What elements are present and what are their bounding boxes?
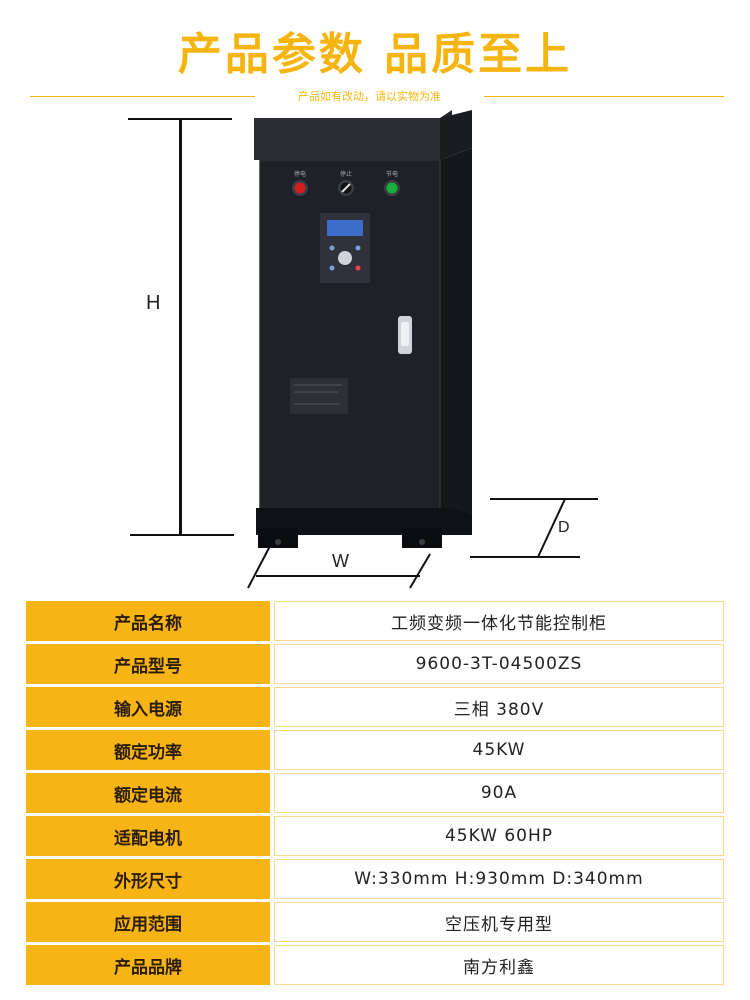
spec-gap [270, 859, 274, 899]
spec-row: 应用范围空压机专用型 [26, 902, 724, 942]
indicator-label-left: 停电 [294, 170, 306, 178]
spec-gap [270, 773, 274, 813]
keypad-button [355, 245, 361, 251]
door-handle-grip [401, 322, 409, 346]
keypad-button [329, 245, 335, 251]
keypad-dial [338, 251, 352, 265]
spec-row: 输入电源三相 380V [26, 687, 724, 727]
h-dimension-line [179, 118, 182, 536]
warning-label [290, 378, 348, 414]
red-lamp [294, 182, 306, 194]
indicator-label-right: 节电 [386, 170, 398, 178]
spec-label: 输入电源 [26, 687, 270, 727]
w-dimension-right-tick [409, 553, 431, 589]
spec-gap [270, 902, 274, 942]
indicator-label-center: 停止 [340, 170, 352, 178]
spec-value: 45KW [274, 730, 724, 770]
spec-value: 三相 380V [274, 687, 724, 727]
foot-bolt-right [419, 539, 425, 545]
control-cabinet-image: 停电 停止 节电 [254, 110, 472, 548]
page-title: 产品参数 品质至上 [177, 29, 573, 80]
selector-switch-handle [341, 183, 351, 193]
spec-gap [270, 687, 274, 727]
wd-dimension-lines [247, 498, 598, 589]
spec-value: 90A [274, 773, 724, 813]
subtitle-row: 产品如有改动，请以实物为准 [0, 86, 750, 104]
keypad-button [329, 265, 335, 271]
cabinet-top-side [440, 110, 472, 160]
spec-value: 9600-3T-04500ZS [274, 644, 724, 684]
spec-label: 额定电流 [26, 773, 270, 813]
divider-right [484, 96, 724, 97]
spec-gap [270, 816, 274, 856]
spec-row: 产品品牌南方利鑫 [26, 945, 724, 985]
spec-label: 外形尺寸 [26, 859, 270, 899]
w-dimension-label: W [332, 551, 349, 571]
d-dimension-line [537, 498, 566, 558]
spec-gap [270, 730, 274, 770]
d-dimension-label: D [558, 519, 570, 536]
spec-value: 空压机专用型 [274, 902, 724, 942]
cabinet-foot-right [402, 528, 442, 548]
spec-value: 工频变频一体化节能控制柜 [274, 601, 724, 641]
spec-label: 产品品牌 [26, 945, 270, 985]
spec-gap [270, 601, 274, 641]
cabinet-foot-left [258, 528, 298, 548]
spec-row: 产品名称工频变频一体化节能控制柜 [26, 601, 724, 641]
spec-value: 南方利鑫 [274, 945, 724, 985]
spec-label: 适配电机 [26, 816, 270, 856]
h-dimension-bottom-tick [130, 534, 234, 536]
keypad-button [355, 265, 361, 271]
spec-gap [270, 644, 274, 684]
cabinet-top-front [254, 118, 444, 160]
h-dimension-label: H [146, 292, 161, 314]
foot-bolt-left [275, 539, 281, 545]
spec-gap [270, 945, 274, 985]
w-dimension-left-tick [247, 545, 271, 589]
divider-left [30, 96, 255, 97]
green-lamp [386, 182, 398, 194]
subtitle-note: 产品如有改动，请以实物为准 [298, 90, 441, 103]
spec-value: 45KW 60HP [274, 816, 724, 856]
spec-label: 应用范围 [26, 902, 270, 942]
keypad-display [327, 220, 363, 236]
spec-label: 产品型号 [26, 644, 270, 684]
spec-label: 产品名称 [26, 601, 270, 641]
spec-value: W:330mm H:930mm D:340mm [274, 859, 724, 899]
cabinet-side [440, 148, 472, 528]
spec-label: 额定功率 [26, 730, 270, 770]
